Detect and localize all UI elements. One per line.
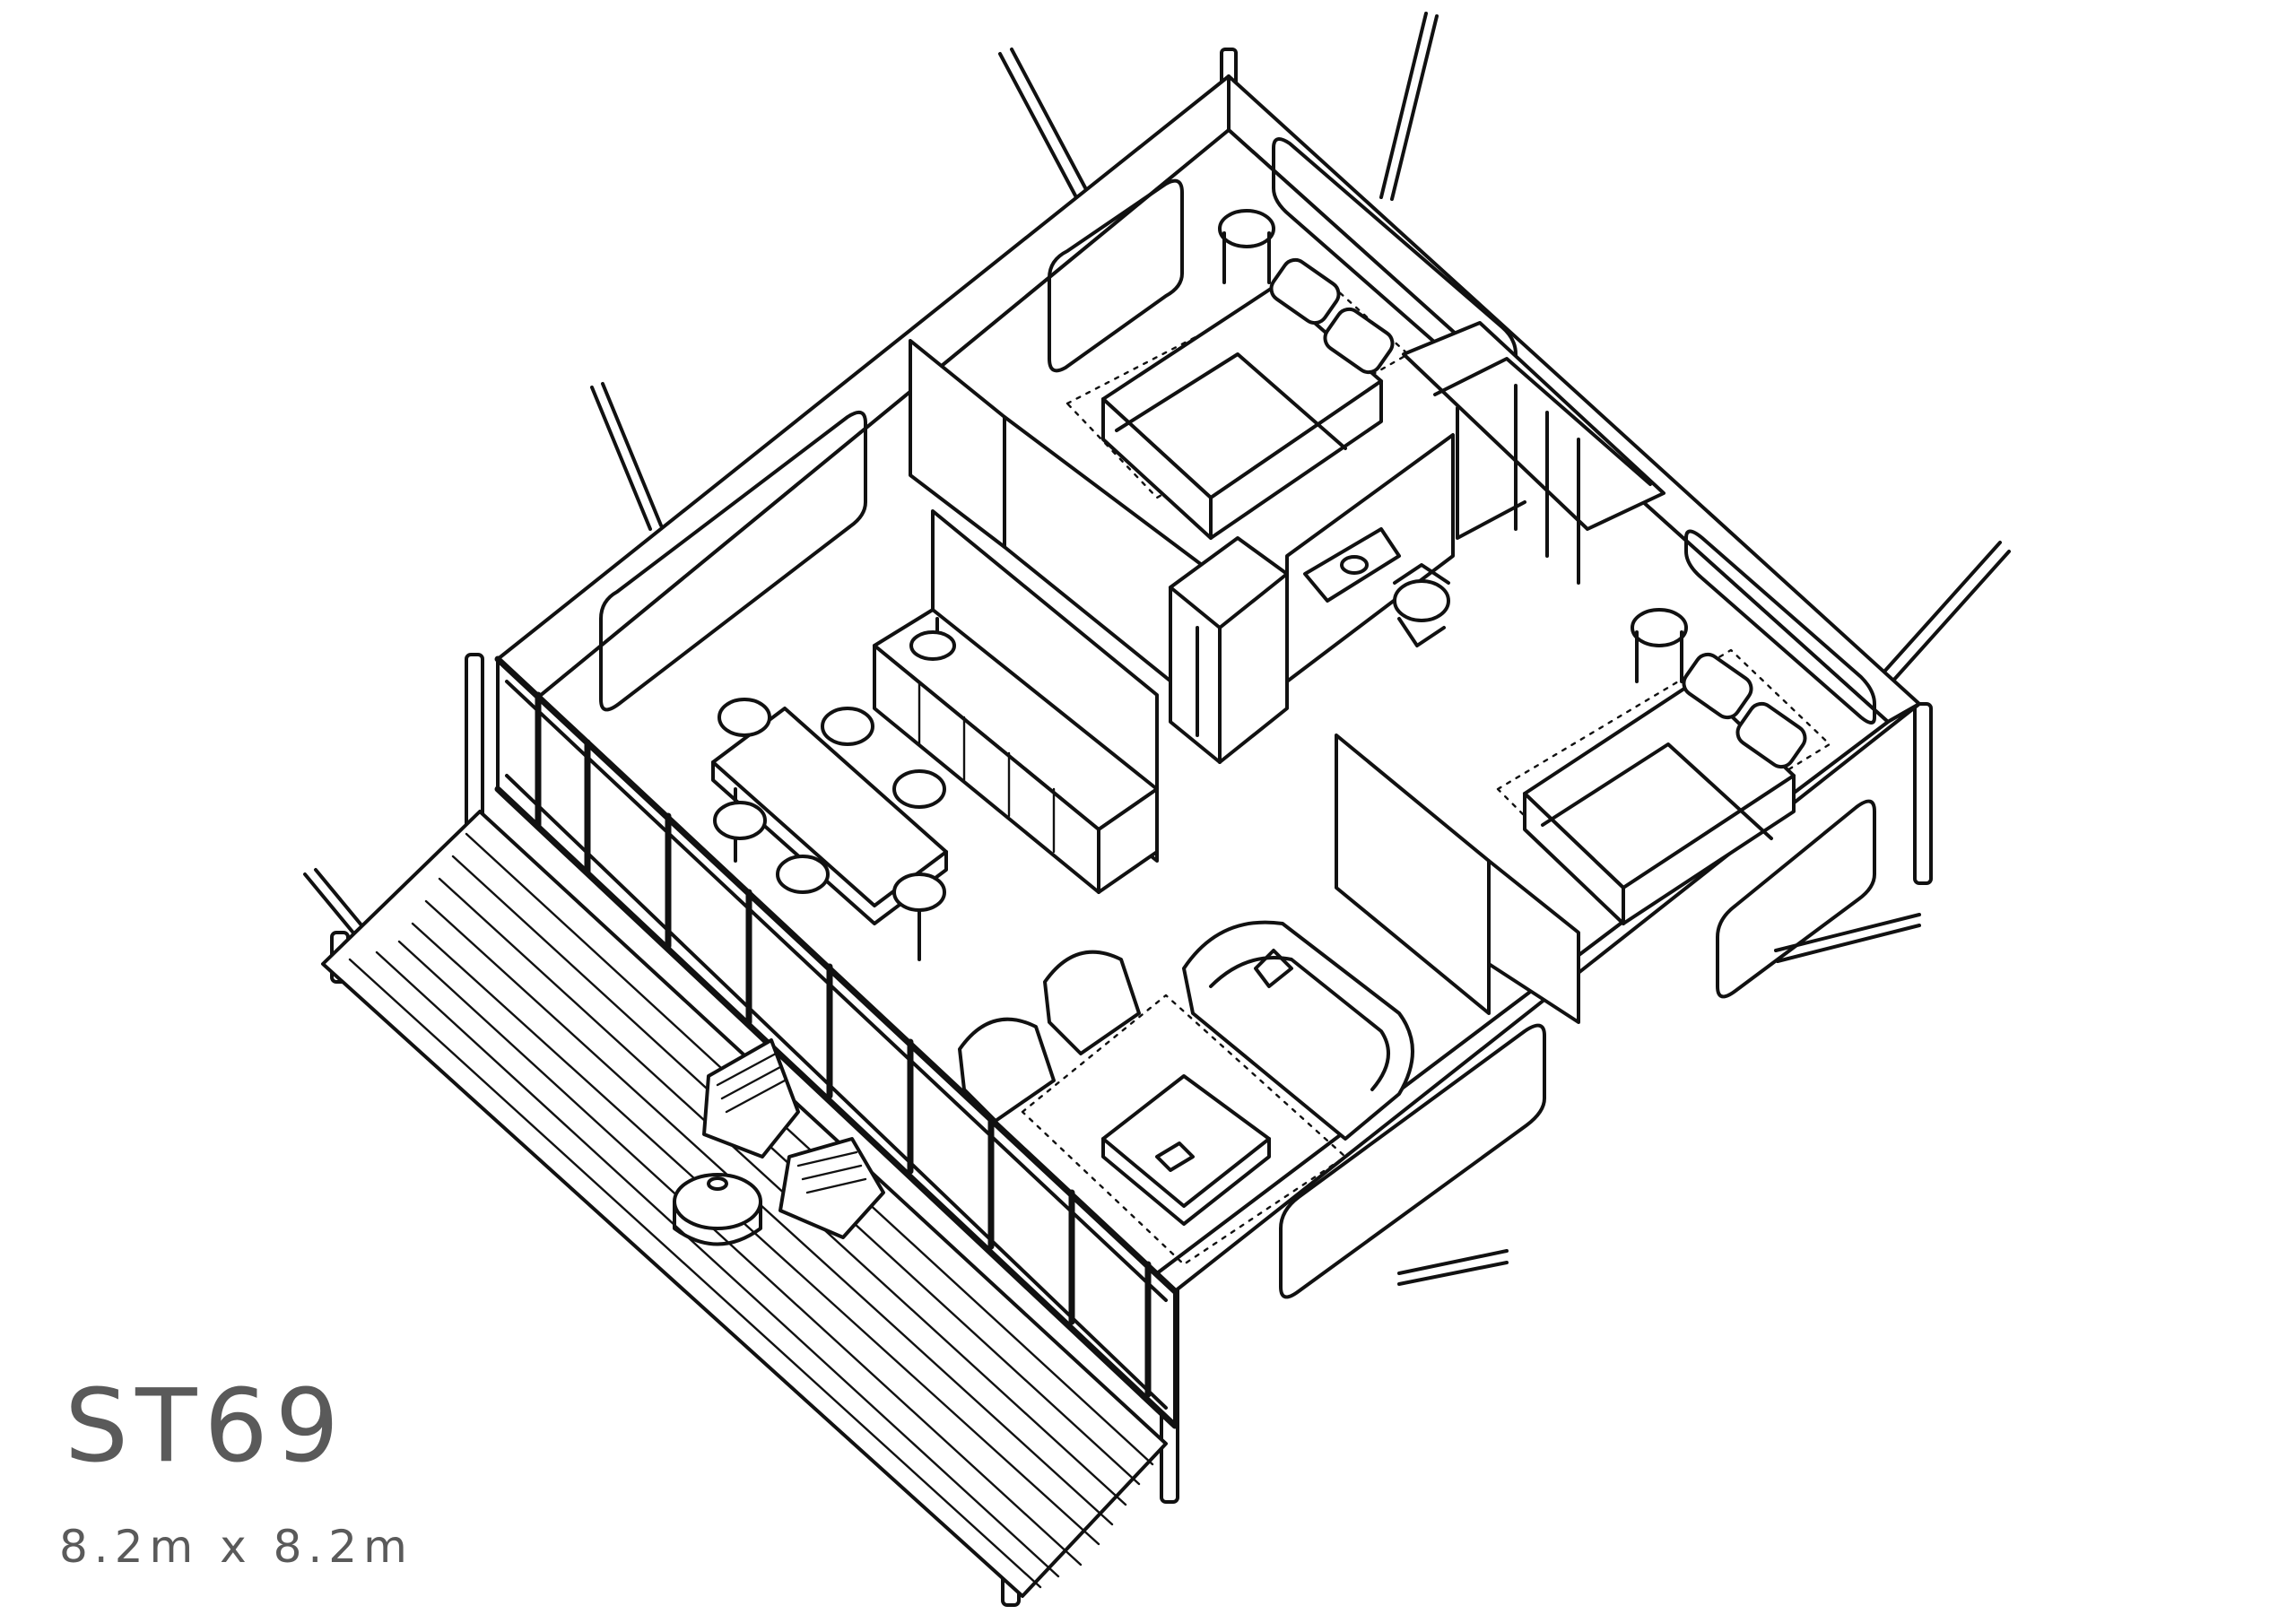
armchairs [958, 950, 1141, 1123]
kitchen-bench [873, 608, 1159, 894]
deck-chairs [702, 1038, 885, 1239]
glass-front-wall [494, 655, 1178, 1429]
sofa [1182, 920, 1414, 1141]
model-dimensions: 8.2m x 8.2m [59, 1521, 413, 1573]
bedroom-1 [1065, 209, 1410, 540]
model-name: ST69 [65, 1368, 347, 1485]
deck-side-table [673, 1173, 762, 1246]
bathroom [1303, 321, 1665, 647]
bedroom-2 [1496, 608, 1831, 925]
dining-chairs [713, 698, 946, 912]
coffee-table [1101, 1074, 1271, 1226]
